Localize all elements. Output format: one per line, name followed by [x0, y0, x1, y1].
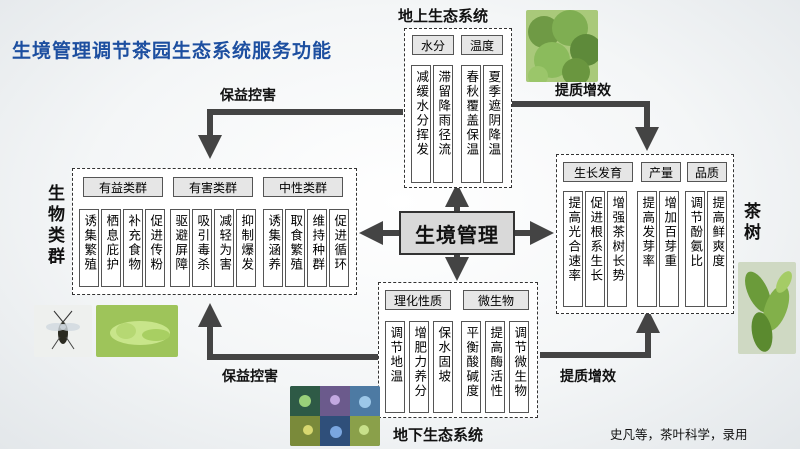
- effect-item: 驱避屏障: [170, 209, 190, 287]
- arrow-top-left: [198, 109, 403, 159]
- effect-item: 滞留降雨径流: [433, 65, 453, 183]
- effect-item: 春秋覆盖保温: [461, 65, 481, 183]
- above-ground-box: 水分 温度 减缓水分挥发 滞留降雨径流 春秋覆盖保温 夏季遮阴降温: [404, 28, 512, 188]
- citation: 史凡等，茶叶科学，录用: [610, 427, 748, 442]
- arrow-label-top-right: 提质增效: [555, 83, 611, 99]
- leafhopper-image: [96, 305, 178, 357]
- soil-microbes-image: [290, 386, 380, 446]
- group-header: 温度: [461, 35, 503, 55]
- below-ground-box: 理化性质 微生物 调节地温 增肥力养分 保水固坡 平衡酸碱度 提高酶活性 调节微…: [378, 282, 538, 418]
- group-header: 微生物: [463, 290, 529, 310]
- wasp-image: [34, 305, 92, 357]
- tea-title: 茶树: [740, 202, 760, 244]
- group-header: 产量: [641, 162, 681, 182]
- biota-title: 生物类群: [44, 184, 64, 268]
- effect-item: 吸引毒杀: [192, 209, 212, 287]
- effect-item: 调节地温: [385, 321, 405, 413]
- core-habitat-management: 生境管理: [399, 211, 515, 255]
- effect-item: 增肥力养分: [409, 321, 429, 413]
- arrow-label-bottom-left: 保益控害: [222, 369, 278, 385]
- effect-item: 保水固坡: [433, 321, 453, 413]
- effect-item: 提高光合速率: [563, 191, 583, 307]
- tea-leaves-image: [738, 262, 796, 354]
- group-header: 生长发育: [563, 162, 633, 182]
- below-ground-title: 地下生态系统: [393, 426, 484, 444]
- group-header: 品质: [687, 162, 727, 182]
- effect-item: 提高鲜爽度: [707, 191, 727, 307]
- arrow-top-right: [512, 101, 659, 151]
- arrow-bottom-left: [198, 303, 380, 360]
- effect-item: 减缓水分挥发: [411, 65, 431, 183]
- group-header: 理化性质: [385, 290, 451, 310]
- tea-box: 生长发育 产量 品质 提高光合速率 促进根系生长 增强茶树长势 提高发芽率 增加…: [556, 154, 734, 314]
- effect-item: 平衡酸碱度: [461, 321, 481, 413]
- effect-item: 调节酚氨比: [685, 191, 705, 307]
- tree-canopy-image: [526, 10, 598, 82]
- effect-item: 夏季遮阴降温: [483, 65, 503, 183]
- above-ground-title: 地上生态系统: [398, 7, 489, 25]
- effect-item: 诱集涵养: [263, 209, 283, 287]
- biota-box: 有益类群 有害类群 中性类群 诱集繁殖 栖息庇护 补充食物 促进传粉 驱避屏障 …: [72, 168, 357, 295]
- effect-item: 减轻为害: [214, 209, 234, 287]
- effect-item: 抑制爆发: [236, 209, 256, 287]
- effect-item: 调节微生物: [509, 321, 529, 413]
- effect-item: 提高发芽率: [637, 191, 657, 307]
- group-header: 水分: [412, 35, 454, 55]
- arrow-bottom-right: [540, 309, 660, 358]
- effect-item: 提高酶活性: [485, 321, 505, 413]
- effect-item: 诱集繁殖: [79, 209, 99, 287]
- effect-item: 补充食物: [123, 209, 143, 287]
- effect-item: 促进循环: [329, 209, 349, 287]
- effect-item: 取食繁殖: [285, 209, 305, 287]
- effect-item: 增强茶树长势: [607, 191, 627, 307]
- group-header: 有益类群: [83, 177, 163, 197]
- arrow-label-bottom-right: 提质增效: [560, 369, 616, 385]
- group-header: 中性类群: [263, 177, 343, 197]
- effect-item: 增加百芽重: [659, 191, 679, 307]
- effect-item: 栖息庇护: [101, 209, 121, 287]
- diagram-title: 生境管理调节茶园生态系统服务功能: [12, 40, 333, 62]
- effect-item: 促进根系生长: [585, 191, 605, 307]
- effect-item: 维持种群: [307, 209, 327, 287]
- effect-item: 促进传粉: [145, 209, 165, 287]
- arrow-label-top-left: 保益控害: [220, 88, 276, 104]
- group-header: 有害类群: [173, 177, 253, 197]
